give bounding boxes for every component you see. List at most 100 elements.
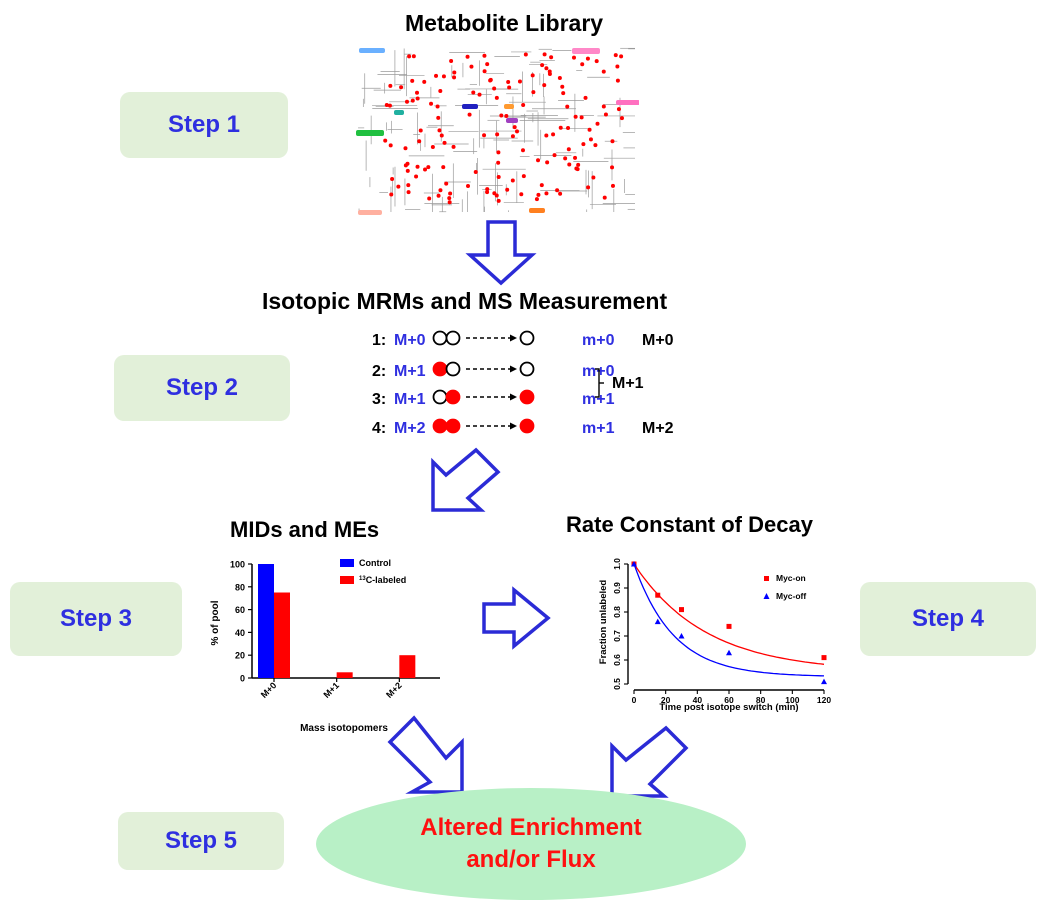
atom-circle [432, 418, 448, 434]
decay-y-tick-label: 1.0 [612, 558, 622, 570]
mrm-precursor-label: M+1 [394, 391, 426, 408]
step-4-label: Step 4 [911, 605, 985, 632]
decay-y-tick-label: 0.9 [612, 582, 622, 594]
data-point [821, 678, 827, 685]
atom-circle [432, 330, 448, 346]
bar-y-tick-label: 0 [240, 674, 245, 684]
decay-x-tick-label: 0 [632, 695, 637, 705]
data-point [678, 633, 685, 639]
data-point [654, 618, 661, 625]
mrm-atom-diagram [432, 330, 604, 434]
step-4-box: Step 4 [860, 582, 1036, 656]
bar-x-axis-label: Mass isotopomers [300, 723, 388, 734]
fragment-circle [519, 418, 535, 434]
bar-x-tick-label: M+0 [259, 680, 279, 700]
step-2-label: Step 2 [165, 374, 239, 401]
atom-circle [445, 389, 461, 405]
decay-y-axis-label: Fraction unlabeled [598, 580, 609, 665]
metabolic-network-map [354, 44, 639, 216]
legend-swatch [340, 559, 354, 567]
atom-circle [432, 361, 448, 377]
legend-label: Control [359, 558, 391, 568]
legend-label: Myc-on [776, 573, 806, 583]
fit-curve [633, 563, 825, 677]
bar [336, 672, 353, 678]
atom-circle [432, 389, 448, 405]
mrm-row-index: 1: [372, 332, 387, 349]
bar-x-tick-label: M+1 [321, 680, 341, 700]
data-point [631, 561, 637, 567]
outcome-line-2: and/or Flux [466, 846, 596, 873]
fit-curve [633, 563, 825, 665]
legend-label: 13C-labeled [359, 575, 406, 585]
data-point [821, 655, 827, 661]
decay-x-tick-label: 20 [661, 695, 671, 705]
down-arrow-icon [465, 220, 537, 286]
arrowhead-icon [510, 422, 517, 430]
mrm-precursor-label: M+2 [394, 420, 426, 437]
atom-circle [445, 361, 461, 377]
fragment-circle [519, 330, 535, 346]
mrm-fragment-label: m+0 [582, 363, 615, 380]
decay-x-tick-label: 100 [785, 695, 799, 705]
data-point [655, 592, 661, 598]
bar-y-tick-label: 40 [235, 628, 245, 638]
step-3-label: Step 3 [59, 605, 133, 632]
legend-marker [764, 576, 769, 581]
mrm-isotopomer-label: M+2 [642, 420, 674, 437]
diagonal-arrow-icon [431, 447, 501, 512]
arrowhead-icon [510, 365, 517, 373]
bar [274, 592, 290, 678]
outcome-ellipse: Altered Enrichment and/or Flux [316, 788, 746, 900]
bar [258, 564, 274, 678]
bar-y-axis-label: % of pool [210, 600, 221, 645]
decay-scatter-chart: 0.5 0.6 0.7 0.8 0.9 1.0 0 20 40 60 80 100 120 Myc-on… [598, 558, 831, 713]
data-point [726, 649, 732, 656]
bar-y-tick-label: 60 [235, 605, 245, 615]
mrm-precursor-label: M+1 [394, 363, 426, 380]
mrm-row-index: 3: [372, 391, 387, 408]
bar-y-tick-label: 80 [235, 582, 245, 592]
decay-x-tick-label: 80 [756, 695, 766, 705]
diagonal-arrow-icon [387, 715, 464, 794]
legend-label: Myc-off [776, 591, 806, 601]
step-1-box: Step 1 [120, 92, 288, 158]
mids-title: MIDs and MEs [230, 517, 380, 542]
mrm-fragment-label: m+1 [582, 391, 615, 408]
legend-marker [763, 593, 770, 599]
decay-x-axis-label: Time post isotope switch (min) [659, 702, 798, 713]
decay-y-tick-label: 0.7 [612, 630, 622, 642]
step-5-box: Step 5 [118, 812, 284, 870]
step-1-label: Step 1 [167, 111, 241, 138]
bar [399, 655, 416, 678]
step-5-label: Step 5 [164, 827, 238, 854]
data-point [726, 623, 732, 629]
decay-title: Rate Constant of Decay [566, 512, 813, 537]
mrm-row-index: 2: [372, 363, 387, 380]
mrm-row-index: 4: [372, 420, 387, 437]
decay-x-tick-label: 120 [817, 695, 831, 705]
bar-y-tick-label: 100 [230, 560, 245, 570]
mrm-precursor-label: M+0 [394, 332, 426, 349]
atom-circle [445, 330, 461, 346]
decay-x-tick-label: 40 [693, 695, 703, 705]
decay-y-tick-label: 0.5 [612, 678, 622, 690]
decay-x-tick-label: 60 [724, 695, 734, 705]
diagonal-arrow-icon [610, 725, 689, 798]
legend-swatch [340, 576, 354, 584]
fragment-circle [519, 361, 535, 377]
mrm-fragment-label: m+1 [582, 420, 615, 437]
arrowhead-icon [510, 393, 517, 401]
outcome-line-1: Altered Enrichment [420, 814, 642, 841]
mrm-title: Isotopic MRMs and MS Measurement [262, 288, 668, 314]
decay-y-tick-label: 0.8 [612, 606, 622, 618]
decay-y-tick-label: 0.6 [612, 654, 622, 666]
atom-circle [445, 418, 461, 434]
metabolite-library-title: Metabolite Library [405, 10, 604, 36]
step-3-box: Step 3 [10, 582, 182, 656]
step-2-box: Step 2 [114, 355, 290, 421]
fragment-circle [519, 389, 535, 405]
bar-y-tick-label: 20 [235, 651, 245, 661]
